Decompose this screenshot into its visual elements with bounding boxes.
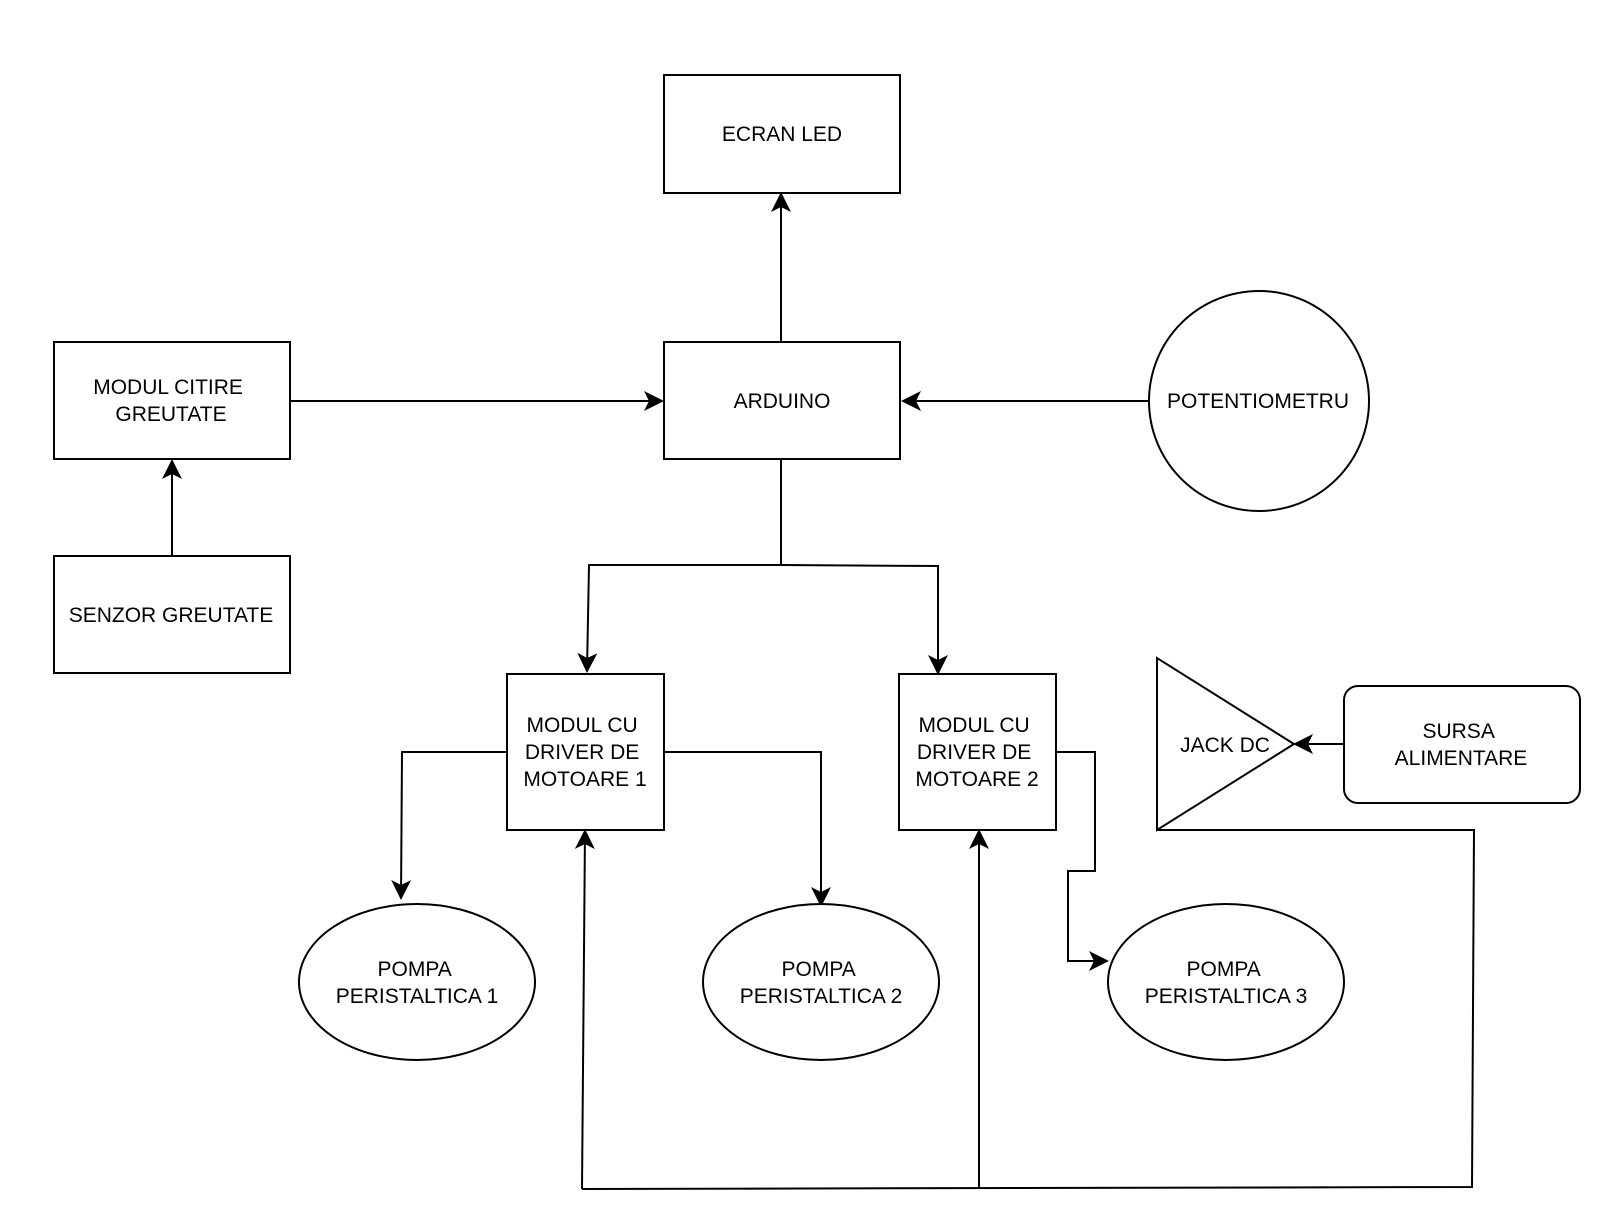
node-driver-2-label-line: MOTOARE 2 <box>915 768 1038 791</box>
node-sursa-label: SURSA ALIMENTARE <box>1395 720 1528 770</box>
node-pompa-3-label-line: POMPA <box>1187 958 1261 981</box>
node-senzor-label-line: SENZOR GREUTATE <box>69 604 274 627</box>
node-driver-2-label-line: DRIVER DE <box>917 741 1031 764</box>
node-arduino-label-line: ARDUINO <box>734 390 831 413</box>
node-driver-2: MODUL CU DRIVER DE MOTOARE 2 <box>898 673 1057 831</box>
connectors <box>162 192 1476 1190</box>
edge-power-to-driver1 <box>574 829 595 1190</box>
node-driver-1-label-line: MODUL CU <box>526 714 637 737</box>
node-pompa-2-label-line: POMPA <box>782 958 856 981</box>
node-sursa-label-line: ALIMENTARE <box>1395 747 1528 770</box>
node-modul-citire-label-line: MODUL CITIRE <box>93 376 243 399</box>
node-modul-citire-label: MODUL CITIRE GREUTATE <box>93 376 249 426</box>
node-modul-citire-greutate: MODUL CITIRE GREUTATE <box>53 341 291 460</box>
node-driver-1-label-line: DRIVER DE <box>525 741 639 764</box>
node-ecran-led: ECRAN LED <box>663 74 901 194</box>
node-potentiometru: POTENTIOMETRU <box>1148 290 1370 512</box>
node-pompa-3-label-line: PERISTALTICA 3 <box>1145 985 1308 1008</box>
node-jack-dc-label: JACK DC <box>1180 734 1270 757</box>
edge-power-bus <box>581 829 1476 1190</box>
edge-driver1-to-pompa1 <box>391 751 507 900</box>
node-modul-citire-label-line: GREUTATE <box>115 403 226 426</box>
node-arduino: ARDUINO <box>663 341 901 460</box>
node-sursa-label-line: SURSA <box>1422 720 1494 743</box>
node-driver-2-label-line: MODUL CU <box>918 714 1029 737</box>
node-pompa-3: POMPA PERISTALTICA 3 <box>1107 903 1345 1061</box>
node-potentiometru-label-line: POTENTIOMETRU <box>1167 390 1349 413</box>
node-ecran-led-label-line: ECRAN LED <box>722 123 842 146</box>
node-driver-1: MODUL CU DRIVER DE MOTOARE 1 <box>506 673 665 831</box>
node-pompa-1: POMPA PERISTALTICA 1 <box>298 903 536 1061</box>
node-pompa-2: POMPA PERISTALTICA 2 <box>702 903 940 1061</box>
node-jack-dc: JACK DC <box>1156 656 1296 832</box>
node-sursa-alimentare: SURSA ALIMENTARE <box>1343 685 1581 804</box>
node-senzor-label: SENZOR GREUTATE <box>69 604 274 627</box>
node-pompa-2-label: POMPA PERISTALTICA 2 <box>740 958 903 1008</box>
node-pompa-2-label-line: PERISTALTICA 2 <box>740 985 903 1008</box>
edge-driver2-to-pompa3 <box>1057 751 1109 971</box>
node-driver-1-label-line: MOTOARE 1 <box>523 768 646 791</box>
node-potentiometru-label: POTENTIOMETRU <box>1167 390 1349 413</box>
node-jack-dc-label-line: JACK DC <box>1180 734 1270 757</box>
node-pompa-1-label: POMPA PERISTALTICA 1 <box>336 958 499 1008</box>
node-pompa-1-label-line: PERISTALTICA 1 <box>336 985 499 1008</box>
node-driver-2-label: MODUL CU DRIVER DE MOTOARE 2 <box>915 714 1038 791</box>
edge-driver1-to-pompa2 <box>664 751 831 907</box>
node-pompa-3-label: POMPA PERISTALTICA 3 <box>1145 958 1308 1008</box>
node-senzor-greutate: SENZOR GREUTATE <box>53 555 291 674</box>
edge-arduino-to-driver1 <box>577 460 782 673</box>
edge-arduino-to-driver2 <box>780 564 948 675</box>
node-driver-1-label: MODUL CU DRIVER DE MOTOARE 1 <box>523 714 646 791</box>
node-ecran-led-label: ECRAN LED <box>722 123 842 146</box>
node-arduino-label: ARDUINO <box>734 390 831 413</box>
node-pompa-1-label-line: POMPA <box>378 958 452 981</box>
